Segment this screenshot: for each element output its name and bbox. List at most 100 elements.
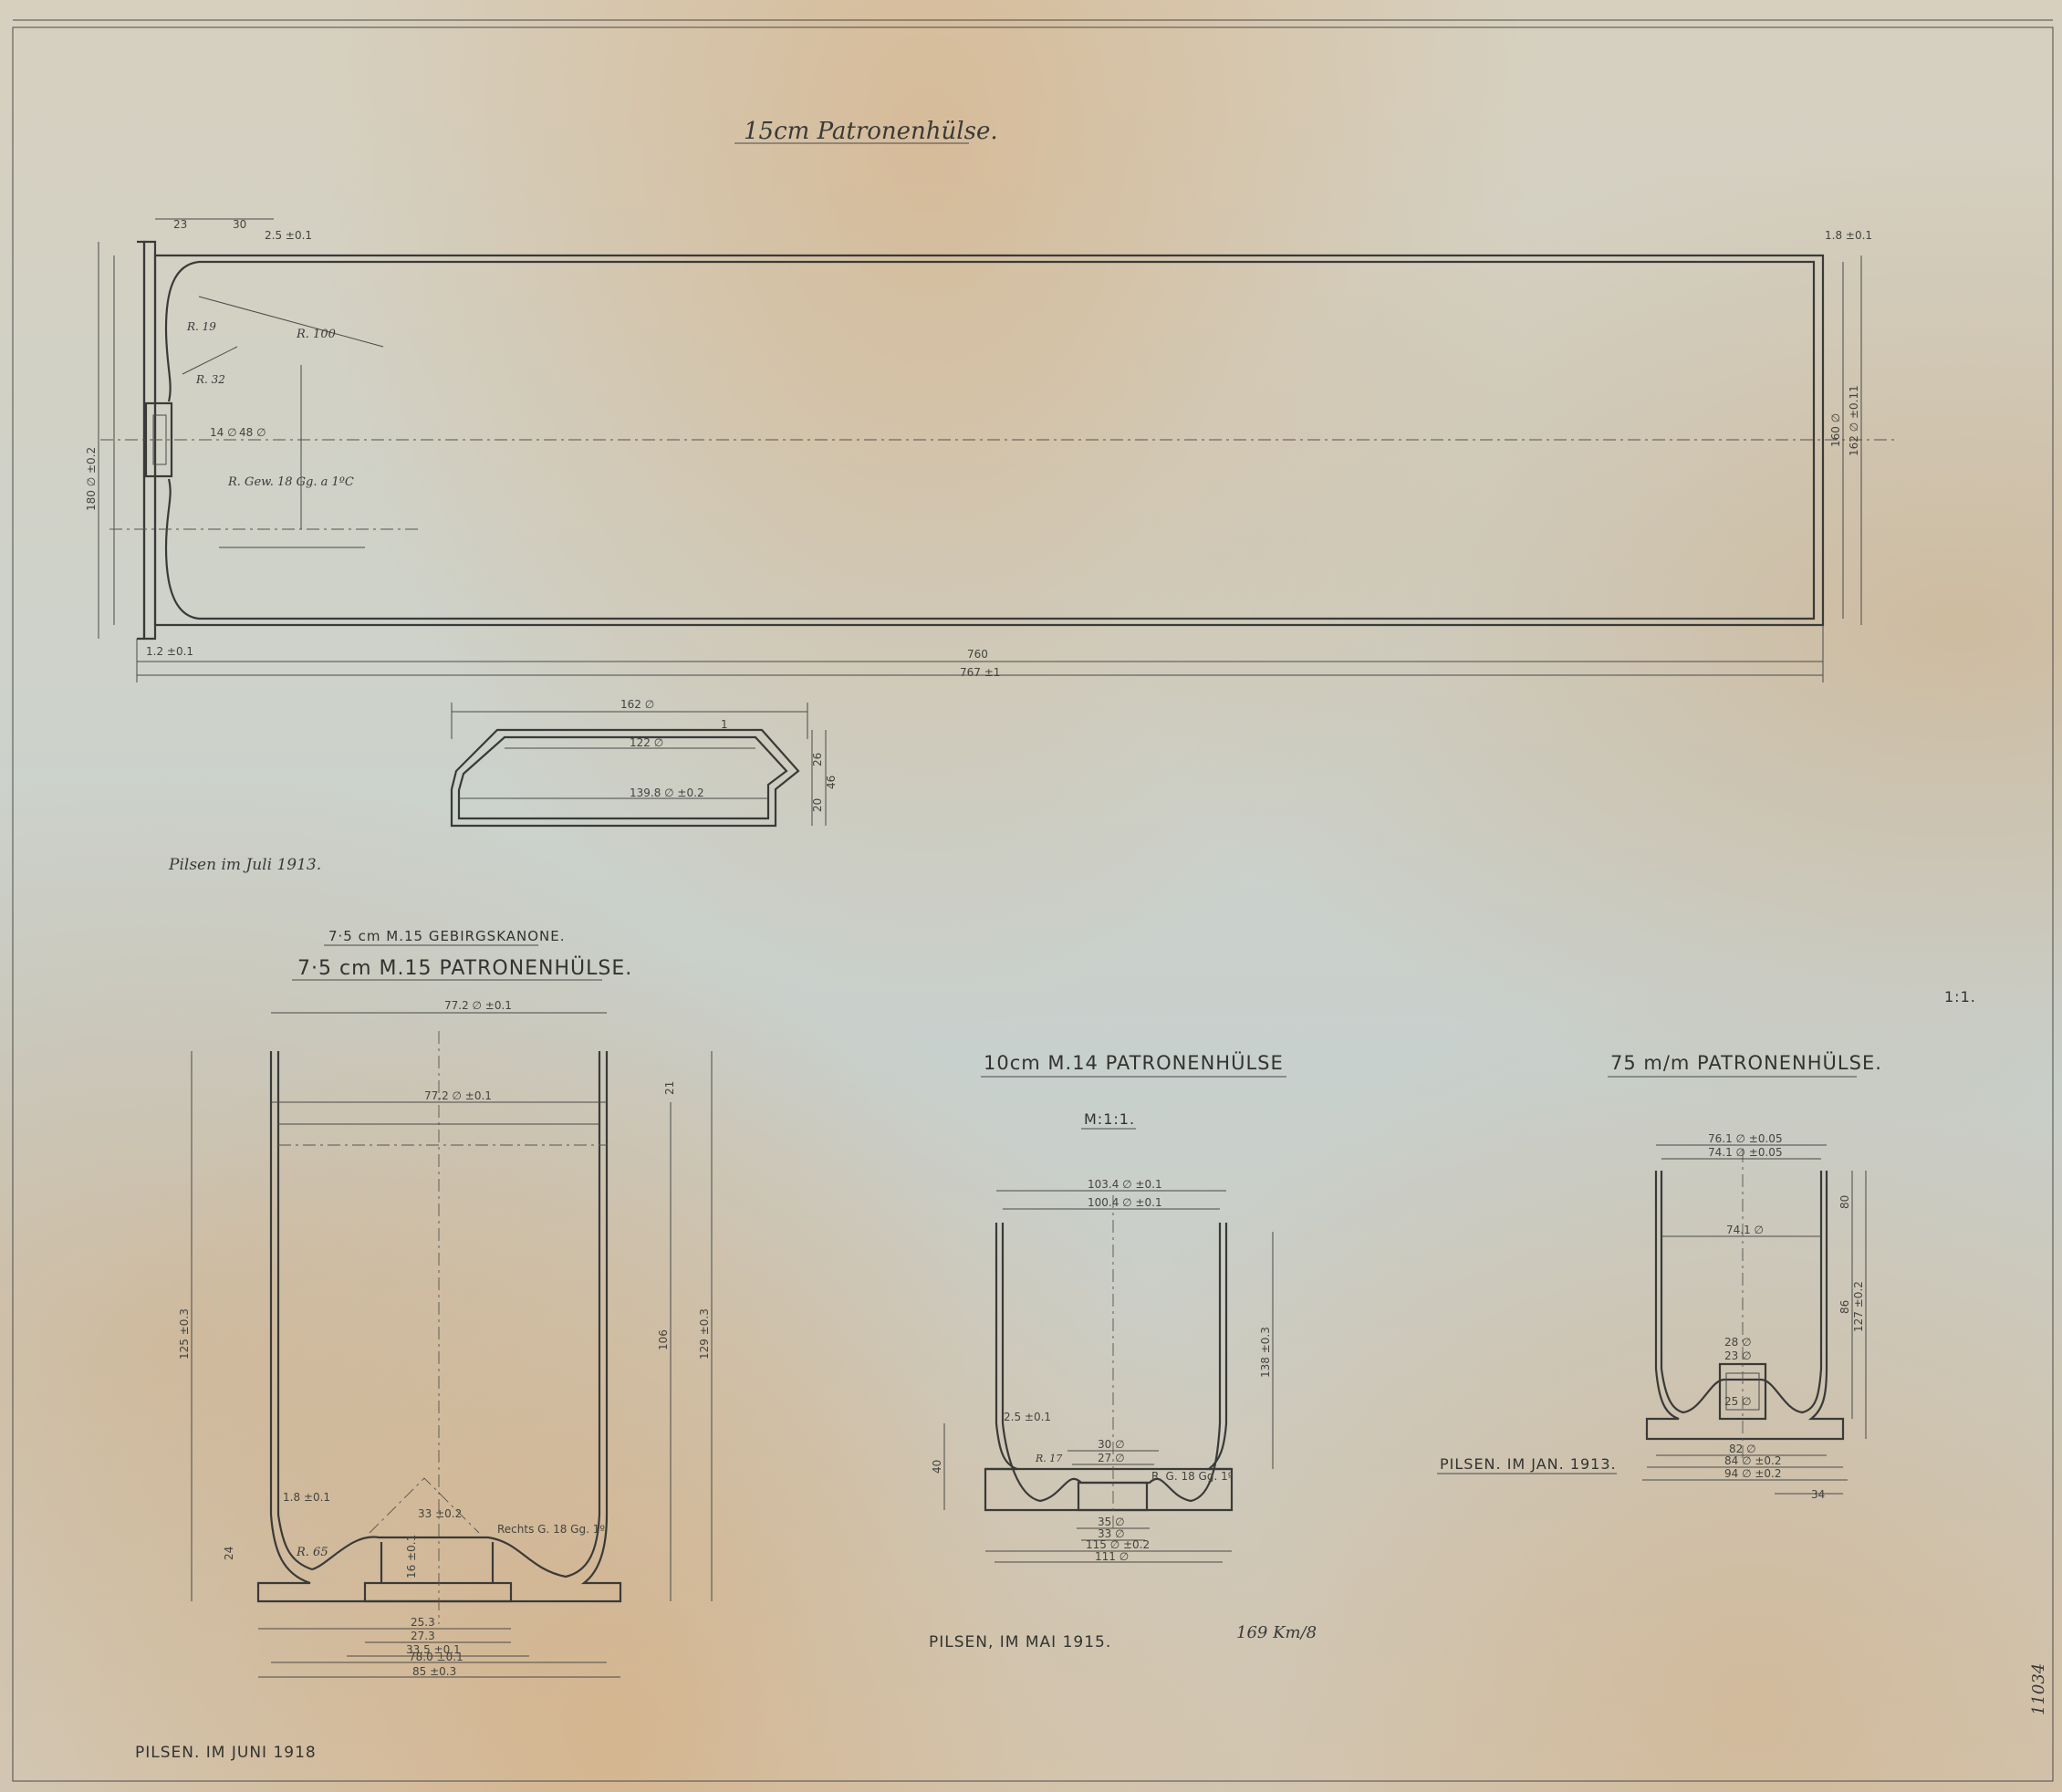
detail-46: 46 — [825, 776, 838, 789]
middle-primer — [1077, 1481, 1149, 1512]
left-129: 129 ±0.3 — [698, 1308, 711, 1360]
case-10cm-drawing — [943, 1190, 1274, 1563]
left-18: 1.8 ±0.1 — [283, 1491, 330, 1504]
case-15cm-inner — [199, 260, 1816, 620]
middle-33: 33 ∅ — [1098, 1527, 1125, 1540]
left-772a: 77.2 ∅ ±0.1 — [424, 1089, 492, 1102]
left-21: 21 — [663, 1081, 676, 1095]
title-gebirgskanone: 7·5 cm M.15 GEBIRGSKANONE. — [328, 928, 566, 944]
sheet-mark: 169 Km/8 — [1236, 1623, 1317, 1642]
place-date-top: Pilsen im Juli 1913. — [168, 856, 321, 874]
middle-1034: 103.4 ∅ ±0.1 — [1088, 1178, 1162, 1191]
dim-r32: R. 32 — [195, 373, 225, 386]
left-335: 33.5 ±0.1 — [406, 1643, 461, 1656]
right-case-outer — [1645, 1171, 1845, 1441]
place-date-middle: PILSEN, IM MAI 1915. — [929, 1633, 1111, 1651]
left-cone-dashed — [369, 1477, 480, 1534]
detail-26: 26 — [811, 753, 824, 766]
right-82: 82 ∅ — [1729, 1443, 1756, 1455]
dim-thread-15: R. Gew. 18 Gg. a 1ºC — [227, 475, 354, 489]
detail-1398: 139.8 ∅ ±0.2 — [630, 787, 704, 799]
dim-30: 30 — [233, 218, 246, 231]
dim-23: 23 — [173, 218, 187, 231]
middle-40: 40 — [931, 1460, 943, 1474]
case-75mm-drawing — [1642, 1144, 1867, 1495]
dim-12: 1.2 ±0.1 — [146, 645, 193, 658]
dim-r19: R. 19 — [186, 320, 216, 333]
middle-111: 111 ∅ — [1095, 1550, 1129, 1563]
place-date-right: PILSEN. IM JAN. 1913. — [1440, 1455, 1617, 1473]
primer-pocket-15cm — [144, 401, 173, 478]
title-15cm: 15cm Patronenhülse. — [744, 118, 998, 145]
left-772b: 77.2 ∅ ±0.1 — [444, 999, 512, 1012]
title-left: 7·5 cm M.15 PATRONENHÜLSE. — [297, 956, 632, 980]
dim-162: 162 ∅ ±0.11 — [1848, 385, 1860, 456]
left-780: 78.0 ±0.1 — [409, 1651, 463, 1663]
left-106: 106 — [657, 1329, 670, 1350]
right-23: 23 ∅ — [1724, 1349, 1752, 1362]
place-date-left: PILSEN. IM JUNI 1918 — [135, 1744, 317, 1762]
right-34: 34 — [1811, 1488, 1825, 1501]
case-15cm-outer — [153, 254, 1825, 627]
scale-right: 1:1. — [1944, 988, 1976, 1005]
detail-122: 122 ∅ — [630, 736, 663, 749]
middle-r17: R. 17 — [1035, 1453, 1062, 1464]
left-125: 125 ±0.3 — [178, 1308, 191, 1360]
middle-case-outer — [984, 1223, 1234, 1512]
left-16: 16 ±0.1 — [405, 1535, 418, 1578]
right-25: 25 ∅ — [1724, 1395, 1752, 1408]
left-r65: R. 65 — [296, 1546, 328, 1559]
detail-outer — [450, 728, 800, 828]
middle-35: 35 ∅ — [1098, 1516, 1125, 1528]
middle-30: 30 ∅ — [1098, 1438, 1125, 1451]
middle-25: 2.5 ±0.1 — [1004, 1411, 1051, 1423]
middle-138: 138 ±0.3 — [1259, 1327, 1272, 1378]
dim-14: 14 ∅ — [210, 426, 237, 439]
dim-160: 160 ∅ — [1829, 413, 1842, 447]
left-24: 24 — [223, 1547, 235, 1560]
right-80: 80 — [1838, 1195, 1851, 1209]
dim-18: 1.8 ±0.1 — [1825, 229, 1872, 242]
left-case-inner — [276, 1051, 601, 1578]
dim-48: 48 ∅ — [239, 426, 266, 439]
case-75-m15-drawing — [191, 1012, 713, 1678]
edge-mark: 11034 — [2029, 1663, 2048, 1715]
left-850: 85 ±0.3 — [412, 1665, 456, 1678]
right-127: 127 ±0.2 — [1852, 1281, 1865, 1332]
detail-162: 162 ∅ — [620, 698, 654, 711]
right-761b: 74.1 ∅ ±0.05 — [1708, 1146, 1783, 1159]
right-86: 86 — [1838, 1300, 1851, 1314]
sheet-border — [12, 26, 2054, 1782]
left-thread: Rechts G. 18 Gg. 1º — [497, 1523, 605, 1536]
radius-line-32 — [182, 346, 238, 375]
middle-27: 27 ∅ — [1098, 1452, 1125, 1464]
case-15cm-curve-top — [164, 260, 200, 402]
detail-20: 20 — [811, 798, 824, 812]
title-middle: 10cm M.14 PATRONENHÜLSE — [984, 1051, 1284, 1074]
middle-115: 115 ∅ ±0.2 — [1086, 1538, 1150, 1551]
left-253: 25.3 — [411, 1616, 435, 1629]
right-84: 84 ∅ ±0.2 — [1724, 1454, 1782, 1467]
dim-25: 2.5 ±0.1 — [265, 229, 312, 242]
middle-thread: R. G. 18 Gg. 1º — [1151, 1470, 1234, 1483]
case-15cm-base — [137, 240, 146, 641]
detail-1: 1 — [721, 718, 728, 731]
case-15cm-drawing — [98, 218, 1898, 682]
dim-r100: R. 100 — [296, 328, 336, 341]
case-15cm-curve-bottom — [164, 478, 200, 620]
left-33: 33 ±0.2 — [418, 1507, 462, 1520]
right-case-inner — [1660, 1171, 1823, 1414]
dim-767: 767 ±1 — [960, 666, 1000, 679]
left-273: 27.3 — [411, 1630, 435, 1642]
right-741: 74.1 ∅ — [1726, 1224, 1764, 1236]
detail-inner — [457, 735, 788, 820]
right-761a: 76.1 ∅ ±0.05 — [1708, 1132, 1783, 1145]
right-94: 94 ∅ ±0.2 — [1724, 1467, 1782, 1480]
radius-line-100 — [198, 296, 384, 348]
dim-180: 180 ∅ ±0.2 — [85, 447, 98, 511]
title-right: 75 m/m PATRONENHÜLSE. — [1610, 1051, 1882, 1074]
right-28: 28 ∅ — [1724, 1336, 1752, 1349]
middle-1004: 100.4 ∅ ±0.1 — [1088, 1196, 1162, 1209]
scale-middle: M:1:1. — [1084, 1110, 1135, 1128]
